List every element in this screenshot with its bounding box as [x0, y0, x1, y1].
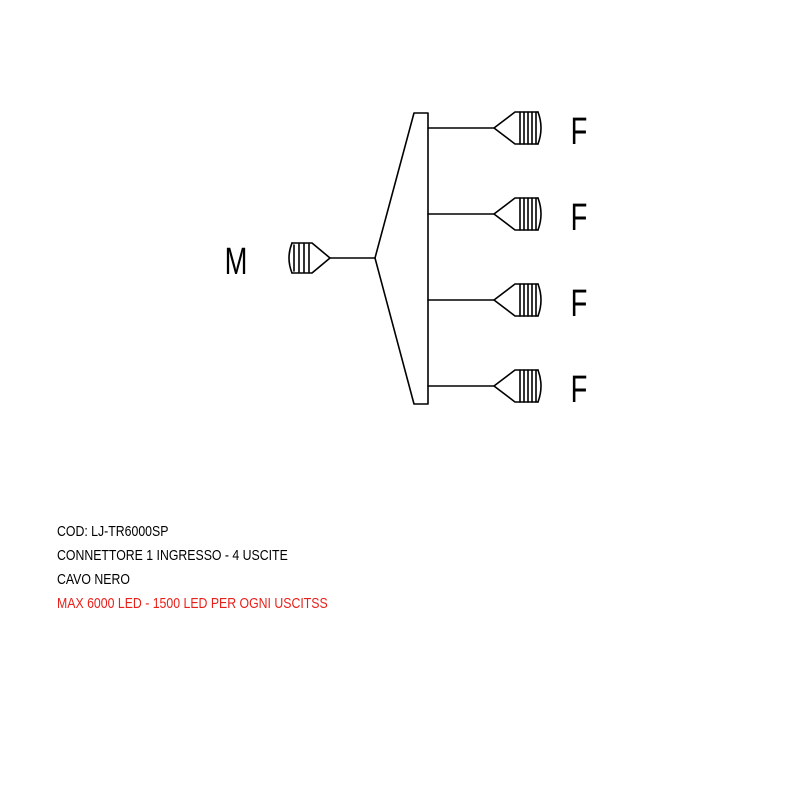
output-connector-3 [427, 283, 542, 317]
cable-color: CAVO NERO [57, 571, 130, 588]
product-description: CONNETTORE 1 INGRESSO - 4 USCITE [57, 547, 288, 564]
led-limit-note: MAX 6000 LED - 1500 LED PER OGNI USCITSS [57, 595, 328, 612]
product-caption: COD: LJ-TR6000SP CONNETTORE 1 INGRESSO -… [57, 520, 328, 616]
output-label-1: F [571, 111, 588, 153]
input-label: M [225, 241, 248, 283]
splitter-body [374, 112, 429, 405]
product-code: COD: LJ-TR6000SP [57, 523, 169, 540]
input-connector-m [288, 242, 376, 274]
output-label-2: F [571, 197, 588, 239]
output-label-3: F [571, 283, 588, 325]
output-connector-1 [427, 111, 542, 145]
output-connector-2 [427, 197, 542, 231]
output-label-4: F [571, 369, 588, 411]
output-connector-4 [427, 369, 542, 403]
